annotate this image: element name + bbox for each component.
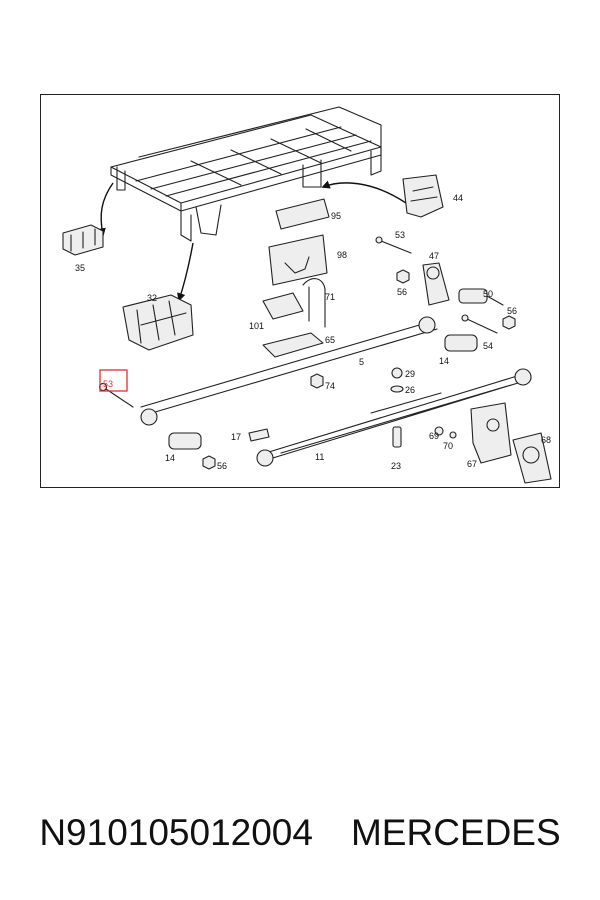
label-71: 71 [325, 292, 335, 302]
bolt-69 [434, 426, 444, 436]
label-67: 67 [467, 459, 477, 469]
label-54: 54 [483, 341, 493, 351]
bushing-14-upper [444, 334, 478, 352]
bracket-67 [470, 402, 512, 464]
nut-56-b [502, 315, 516, 330]
label-23: 23 [391, 461, 401, 471]
bushing-14-lower [168, 432, 202, 450]
label-47: 47 [429, 251, 439, 261]
label-56-a: 56 [397, 287, 407, 297]
washer-70 [449, 431, 457, 439]
mount-32 [122, 294, 194, 351]
label-95: 95 [331, 211, 341, 221]
label-5: 5 [359, 357, 364, 367]
bolt-23 [392, 426, 402, 448]
pad-65 [262, 332, 324, 358]
bolt-53-upper [375, 236, 412, 254]
hanger-68 [512, 432, 552, 484]
u-bolt-71 [302, 278, 326, 328]
label-35: 35 [75, 263, 85, 273]
block-17 [248, 428, 270, 442]
label-26: 26 [405, 385, 415, 395]
nut-74 [310, 373, 324, 389]
plate-95 [275, 198, 330, 230]
shackle-bracket-44 [402, 174, 444, 218]
label-53-upper: 53 [395, 230, 405, 240]
leaf-spring-5 [140, 316, 438, 426]
label-32: 32 [147, 293, 157, 303]
parts-diagram: 35 32 95 98 44 53 47 56 50 56 101 71 65 … [40, 94, 560, 488]
label-14-lower: 14 [165, 453, 175, 463]
label-98: 98 [337, 250, 347, 260]
label-44: 44 [453, 193, 463, 203]
bracket-35 [62, 224, 104, 256]
part-number: N910105012004 [39, 812, 313, 853]
label-14-upper: 14 [439, 356, 449, 366]
bracket-98 [268, 234, 328, 286]
bolt-54 [461, 314, 498, 334]
label-56-b: 56 [507, 306, 517, 316]
label-11: 11 [315, 452, 324, 462]
label-53-highlighted: 53 [103, 379, 113, 389]
bolt-53-highlighted [98, 369, 134, 408]
nut-56-a [396, 269, 410, 284]
bushing-50 [458, 288, 504, 306]
bushing-29 [391, 367, 403, 379]
chassis-frame [110, 106, 382, 242]
leaf-spring-11 [256, 368, 532, 467]
shackle-47 [422, 262, 450, 306]
label-68: 68 [541, 435, 551, 445]
nut-56-c [202, 455, 216, 470]
label-69: 69 [429, 431, 439, 441]
label-74: 74 [325, 381, 335, 391]
brand-name: MERCEDES [350, 812, 561, 853]
exploded-view-drawing: 35 32 95 98 44 53 47 56 50 56 101 71 65 … [62, 106, 552, 484]
label-70: 70 [443, 441, 453, 451]
highlight-box [99, 369, 128, 392]
caption: N910105012004 MERCEDES [0, 808, 600, 858]
clamp-101 [262, 292, 304, 320]
label-101: 101 [249, 321, 264, 331]
label-56-c: 56 [217, 461, 227, 471]
label-17: 17 [231, 432, 241, 442]
washer-26 [390, 385, 404, 393]
label-29: 29 [405, 369, 415, 379]
label-50: 50 [483, 289, 493, 299]
label-65: 65 [325, 335, 335, 345]
